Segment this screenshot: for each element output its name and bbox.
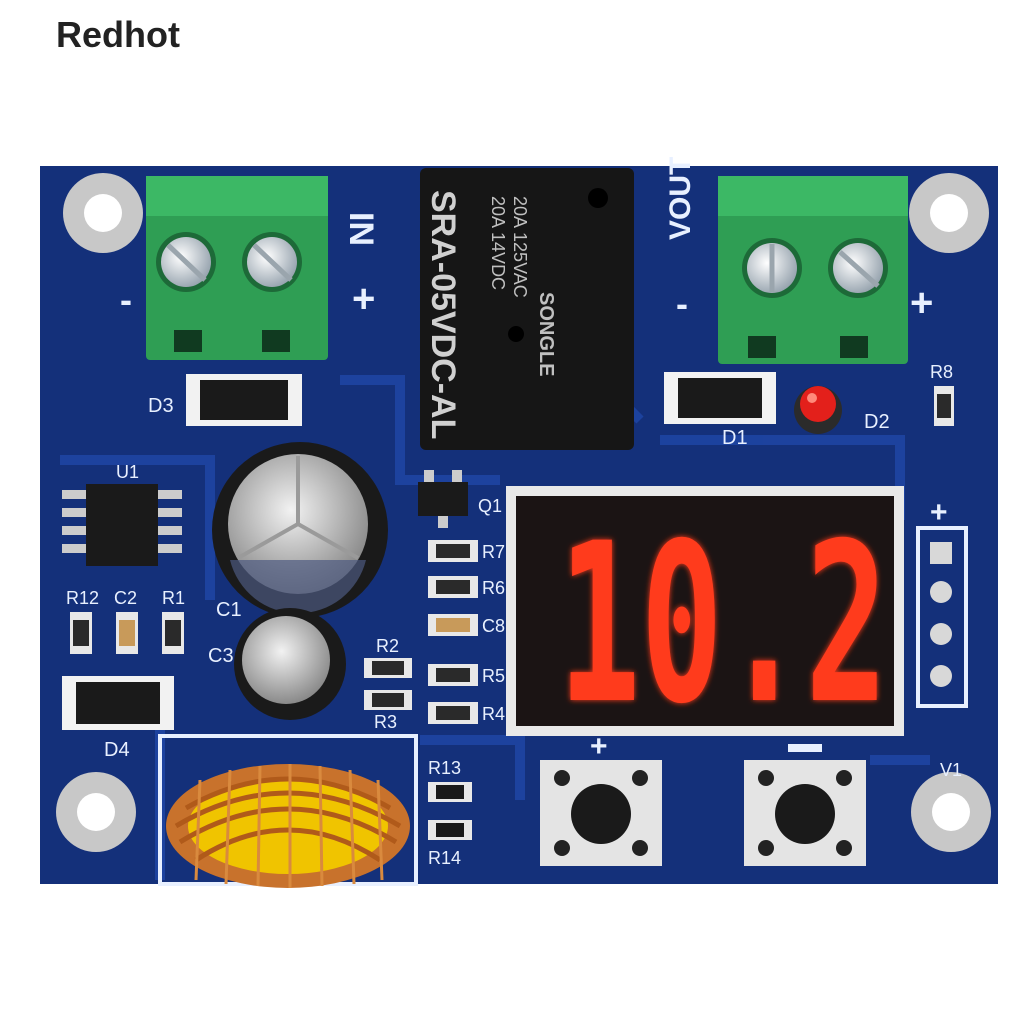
label-r6: R6: [482, 578, 505, 598]
display-readout: 10.2: [558, 496, 888, 752]
seven-segment-display: 10.2: [506, 486, 904, 752]
resistor-r14: [428, 820, 472, 840]
label-u1: U1: [116, 462, 139, 482]
push-button-minus: [744, 760, 866, 866]
resistor-r1: [162, 612, 184, 654]
label-r13: R13: [428, 758, 461, 778]
terminal-block-out: [718, 176, 908, 364]
label-in-minus: -: [120, 279, 132, 320]
label-c8: C8: [482, 616, 505, 636]
label-r3: R3: [374, 712, 397, 732]
label-vout-minus: -: [676, 283, 688, 324]
label-d3: D3: [148, 395, 174, 417]
mount-hole-top-right: [909, 173, 989, 253]
resistor-r6: [428, 576, 478, 598]
terminal-block-in: [146, 176, 328, 360]
label-r12: R12: [66, 588, 99, 608]
mount-hole-bottom-left: [56, 772, 136, 852]
label-in-plus: +: [352, 277, 375, 321]
mount-hole-top-left: [63, 173, 143, 253]
diode-d1: [664, 372, 776, 424]
button-minus-marker: [788, 744, 822, 752]
relay-model: SRA-05VDC-AL: [424, 190, 462, 439]
label-v1: V1: [940, 760, 962, 780]
label-c1: C1: [216, 599, 242, 621]
resistor-r4: [428, 702, 478, 724]
diode-d3: [186, 374, 302, 426]
label-c2: C2: [114, 588, 137, 608]
inductor: [158, 734, 418, 888]
label-d4: D4: [104, 739, 130, 761]
relay-rating-2: 20A 125VAC: [510, 196, 530, 298]
label-q1: Q1: [478, 496, 502, 516]
label-r14: R14: [428, 848, 461, 868]
relay: SRA-05VDC-AL 20A 14VDC 20A 125VAC SONGLE: [420, 168, 634, 450]
capacitor-c3: [234, 608, 346, 720]
resistor-r13: [428, 782, 472, 802]
led-d2: [794, 386, 842, 434]
label-r8: R8: [930, 362, 953, 382]
capacitor-c8: [428, 614, 478, 636]
resistor-r3: [364, 690, 412, 710]
capacitor-c1: [212, 442, 388, 618]
label-pin-plus: +: [930, 496, 948, 529]
label-d2: D2: [864, 411, 890, 433]
mount-hole-bottom-right: [911, 772, 991, 852]
label-c3: C3: [208, 645, 234, 667]
chip-u1: [62, 484, 182, 566]
label-vout: VOUT: [664, 157, 697, 240]
pin-header: [916, 526, 968, 708]
resistor-r12: [70, 612, 92, 654]
resistor-r8: [934, 386, 954, 426]
label-in: IN: [342, 212, 380, 246]
label-vout-plus: +: [910, 281, 933, 325]
resistor-r7: [428, 540, 478, 562]
push-button-plus: [540, 760, 662, 866]
diode-d4: [62, 676, 174, 730]
resistor-r5: [428, 664, 478, 686]
label-r4: R4: [482, 704, 505, 724]
transistor-q1: [418, 470, 468, 528]
label-r5: R5: [482, 666, 505, 686]
label-r2: R2: [376, 636, 399, 656]
relay-brand: SONGLE: [535, 292, 557, 376]
label-d1: D1: [722, 427, 748, 449]
label-r1: R1: [162, 588, 185, 608]
label-r7: R7: [482, 542, 505, 562]
resistor-r2: [364, 658, 412, 678]
capacitor-c2: [116, 612, 138, 654]
relay-rating-1: 20A 14VDC: [488, 196, 508, 290]
label-button-plus: +: [590, 730, 608, 763]
brand-name: Redhot: [56, 14, 180, 55]
